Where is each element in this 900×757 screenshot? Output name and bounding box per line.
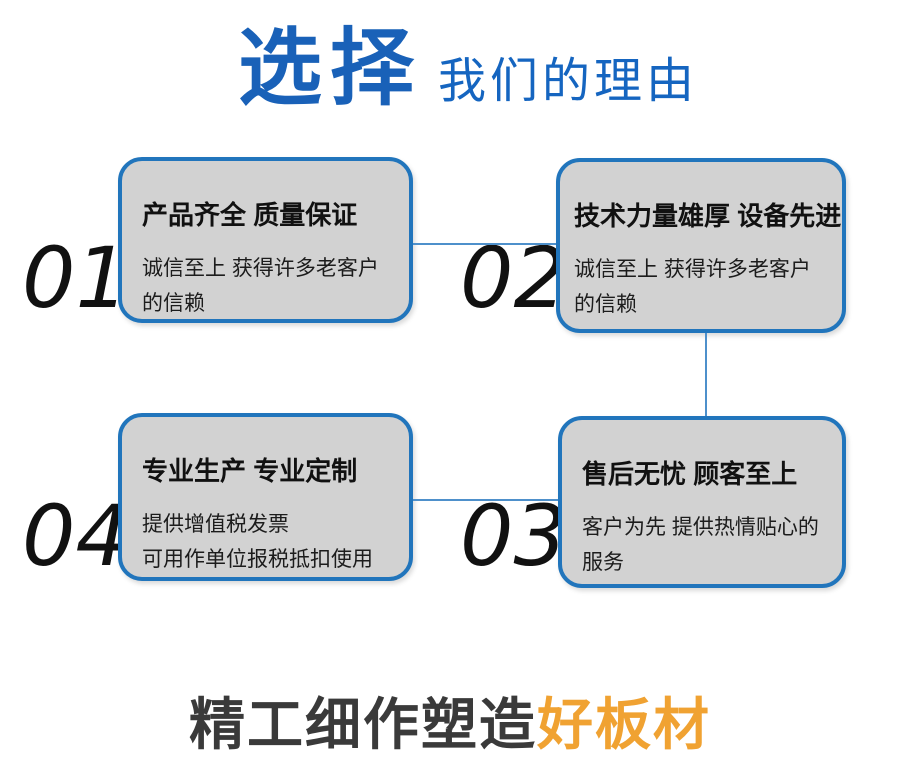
reason-card-desc: 诚信至上 获得许多老客户的信赖 xyxy=(574,258,811,316)
slogan-text: 精工细作塑造 xyxy=(189,693,537,756)
reason-card-title: 产品齐全 质量保证 xyxy=(142,200,358,230)
reason-number-04: 04 xyxy=(22,487,129,585)
reason-number-02: 02 xyxy=(460,229,567,327)
reason-card-04: 专业生产 专业定制 提供增值税发票 可用作单位报税抵扣使用 xyxy=(118,413,413,581)
reason-card-title: 专业生产 专业定制 xyxy=(142,456,358,486)
reason-number-01: 01 xyxy=(22,229,129,327)
title-primary: 选择 xyxy=(238,21,423,115)
reason-card-title: 技术力量雄厚 设备先进 xyxy=(574,201,842,231)
reason-card-desc: 客户为先 提供热情贴心的服务 xyxy=(582,516,819,574)
connector-line-top xyxy=(413,243,556,245)
title-secondary: 我们的理由 xyxy=(438,55,699,108)
connector-line-vertical xyxy=(705,333,707,416)
reason-card-desc: 提供增值税发票 可用作单位报税抵扣使用 xyxy=(142,513,373,571)
reason-card-02: 技术力量雄厚 设备先进 诚信至上 获得许多老客户的信赖 xyxy=(556,158,846,333)
page-title: 选择 我们的理由 xyxy=(238,21,699,115)
reason-card-01: 产品齐全 质量保证 诚信至上 获得许多老客户的信赖 xyxy=(118,157,413,323)
slogan-highlight: 好板材 xyxy=(537,693,711,756)
connector-line-bottom xyxy=(413,499,558,501)
footer-slogan: 精工细作塑造好板材 xyxy=(0,680,900,757)
reason-card-desc: 诚信至上 获得许多老客户的信赖 xyxy=(142,257,379,315)
reason-number-03: 03 xyxy=(460,487,567,585)
reason-card-title: 售后无忧 顾客至上 xyxy=(582,459,798,489)
reason-card-03: 售后无忧 顾客至上 客户为先 提供热情贴心的服务 xyxy=(558,416,846,588)
